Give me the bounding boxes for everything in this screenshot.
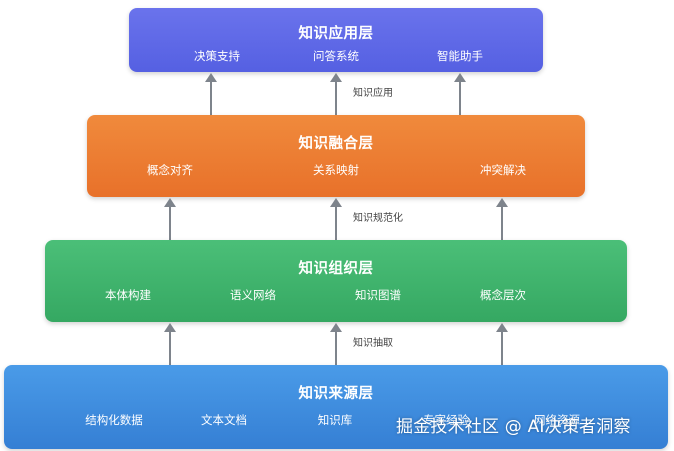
item-expert-experience: 专家经验: [423, 413, 469, 427]
layer-title: 知识应用层: [298, 26, 374, 42]
item-intelligent-assistant: 智能助手: [437, 49, 483, 63]
item-concept-hierarchy: 概念层次: [480, 288, 526, 302]
item-structured-data: 结构化数据: [85, 413, 143, 427]
item-web-resources: 网络资源: [534, 413, 580, 427]
edge-label-normalization: 知识规范化: [353, 213, 403, 224]
item-knowledge-base: 知识库: [317, 413, 353, 427]
edge-label-extraction: 知识抽取: [353, 338, 393, 349]
item-text-documents: 文本文档: [201, 413, 247, 427]
layer-title: 知识组织层: [298, 261, 374, 277]
item-decision-support: 决策支持: [194, 49, 240, 63]
layer-knowledge-organization: 知识组织层 本体构建 语义网络 知识图谱 概念层次: [45, 240, 627, 322]
item-relation-mapping: 关系映射: [313, 163, 359, 177]
item-concept-alignment: 概念对齐: [147, 163, 193, 177]
item-knowledge-graph: 知识图谱: [355, 288, 401, 302]
layer-title: 知识来源层: [298, 386, 374, 402]
layer-knowledge-application: 知识应用层 决策支持 问答系统 智能助手: [129, 8, 543, 72]
layer-knowledge-fusion: 知识融合层 概念对齐 关系映射 冲突解决: [87, 115, 585, 197]
layer-title: 知识融合层: [298, 136, 374, 152]
item-qa-system: 问答系统: [313, 49, 359, 63]
item-conflict-resolution: 冲突解决: [480, 163, 526, 177]
item-semantic-network: 语义网络: [230, 288, 276, 302]
watermark-text: 掘金技术社区 @ AI决策者洞察: [396, 417, 631, 437]
item-ontology-construction: 本体构建: [105, 288, 151, 302]
edge-label-application: 知识应用: [353, 88, 393, 99]
layer-knowledge-source: 知识来源层 结构化数据 文本文档 知识库 专家经验 网络资源: [4, 365, 668, 449]
